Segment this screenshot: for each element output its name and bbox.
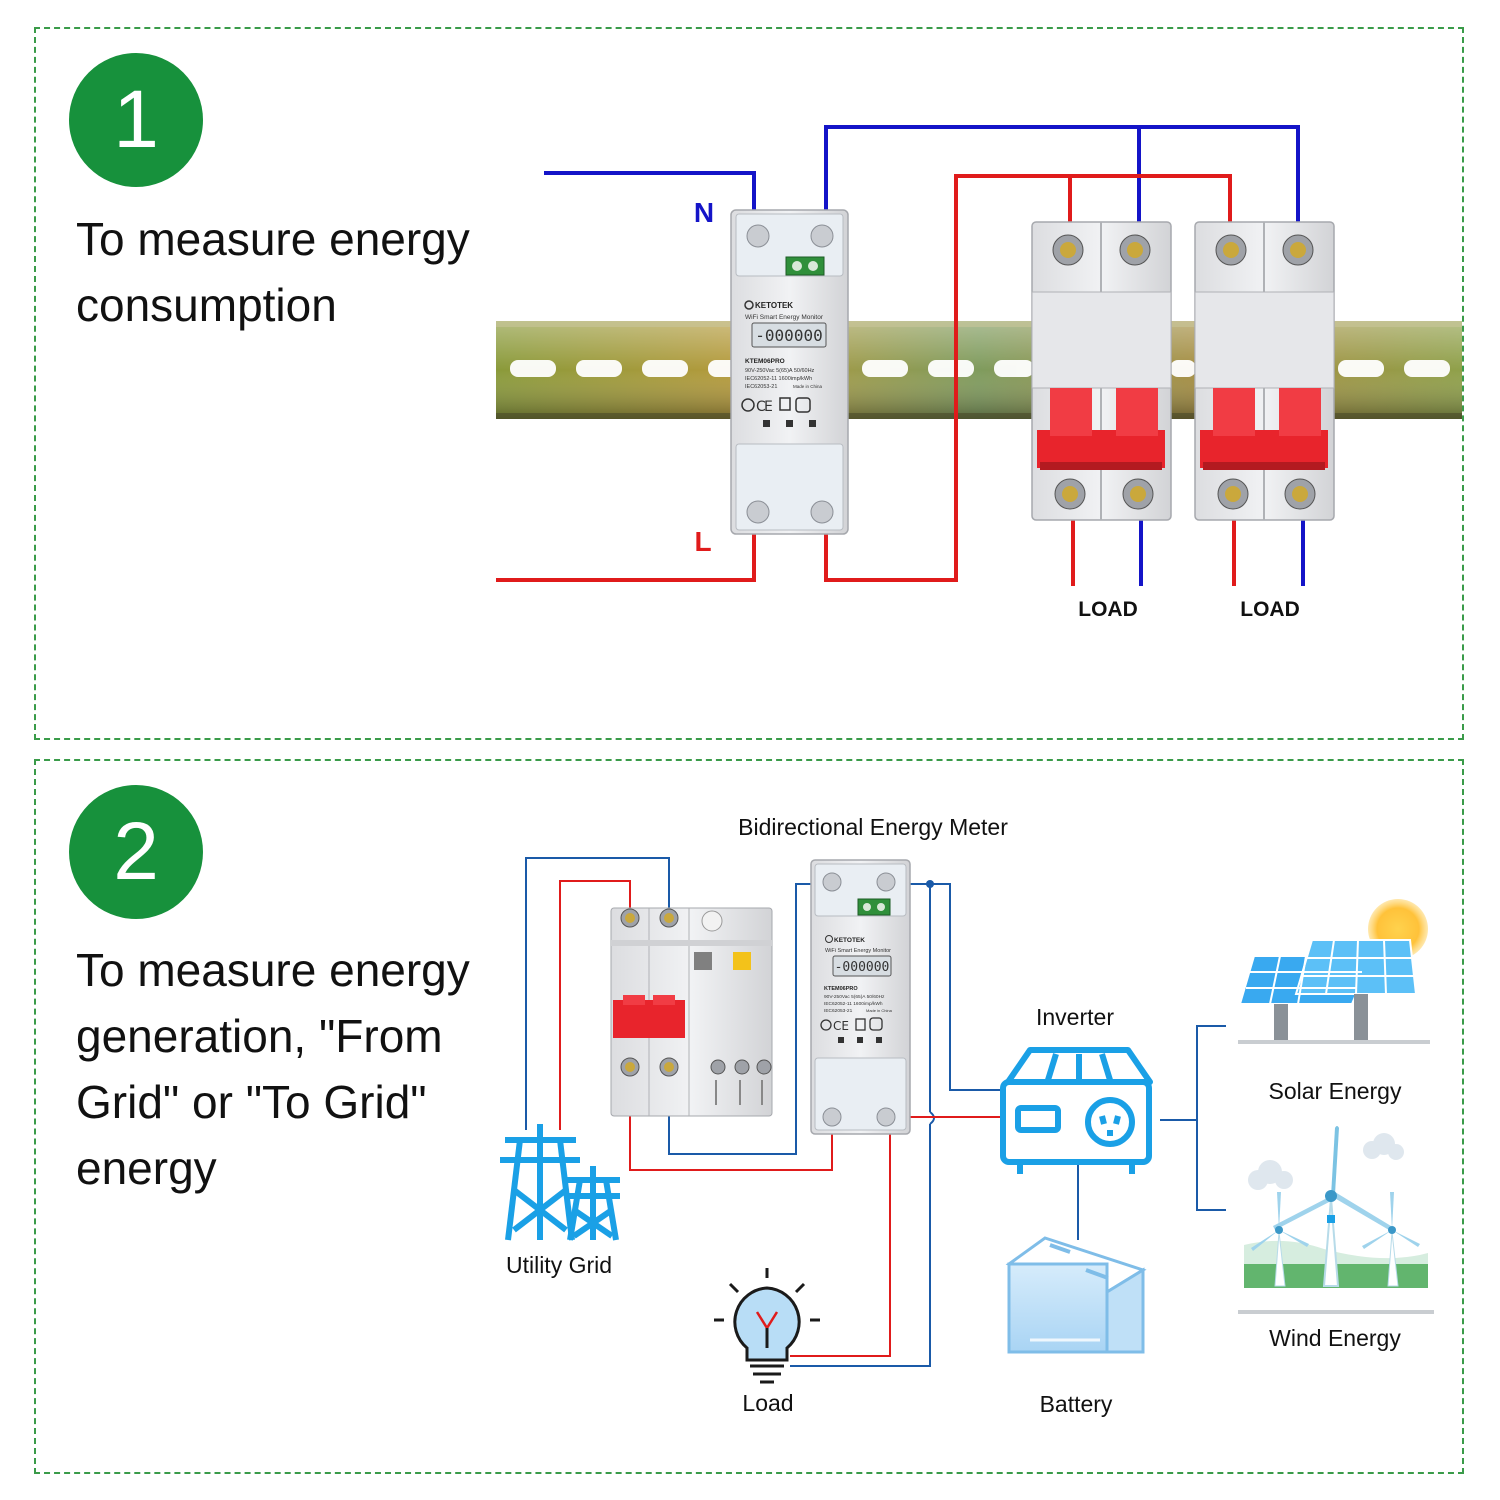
meter-subtitle: WiFi Smart Energy Monitor [825, 948, 891, 954]
circuit-breaker-2 [1194, 221, 1335, 521]
wind-energy-label: Wind Energy [1269, 1325, 1401, 1351]
brand-logo-icon [744, 300, 754, 310]
inverter-label: Inverter [1036, 1004, 1114, 1030]
caption-line: To measure energy [76, 944, 470, 996]
circuit-breaker-1 [1031, 221, 1172, 521]
step-2-badge: 2 [69, 785, 203, 919]
meter-model: KTEM06PRO [745, 358, 785, 365]
solar-panel-icon [1238, 899, 1430, 1044]
wiring-consumption [496, 125, 1305, 586]
meter-brand: KETOTEK [755, 301, 793, 310]
utility-grid-label: Utility Grid [506, 1252, 612, 1278]
caption-line: To measure energy [76, 213, 470, 265]
svg-text:E: E [764, 399, 773, 415]
meter-spec: IEC62053-21 [824, 1008, 853, 1014]
caption-consumption: To measure energy consumption [76, 206, 470, 338]
meter-spec: IEC62052-11 1600imp/kWh [745, 376, 812, 382]
inverter-icon [1000, 1047, 1153, 1174]
panel-energy-generation [34, 759, 1464, 1474]
load-label: LOAD [1078, 598, 1138, 621]
meter-origin: Made in China [793, 384, 823, 389]
meter-spec: 90V-250Vac 5(65)A 50/60Hz [745, 368, 815, 374]
meter-display: -000000 [835, 960, 890, 975]
energy-meter: KETOTEK WiFi Smart Energy Monitor -00000… [730, 209, 849, 535]
live-label: L [694, 526, 711, 557]
bidirectional-energy-meter: KETOTEK WiFi Smart Energy Monitor -00000… [810, 859, 911, 1135]
meter-display: -000000 [755, 326, 822, 345]
meter-spec: 90V-250Vac 5(65)A 50/60Hz [824, 994, 885, 1000]
meter-spec: IEC62052-11 1600imp/kWh [824, 1001, 883, 1007]
utility-grid-icon [500, 1124, 620, 1241]
panel-energy-consumption [34, 27, 1464, 740]
battery-label: Battery [1040, 1391, 1113, 1417]
caption-line: Grid" or "To Grid" [76, 1076, 427, 1128]
step-1-badge: 1 [69, 53, 203, 187]
caption-line: generation, "From [76, 1010, 443, 1062]
rcbo-breaker [610, 907, 773, 1117]
svg-text:C: C [756, 399, 766, 415]
neutral-label: N [694, 197, 714, 228]
load-label: LOAD [1240, 598, 1300, 621]
certification-icons: CE [820, 1017, 883, 1033]
meter-origin: Made in China [866, 1008, 893, 1013]
meter-brand: KETOTEK [834, 937, 865, 944]
wind-turbine-icon [1238, 1126, 1434, 1314]
meter-model: KTEM06PRO [824, 986, 858, 992]
caption-line: energy [76, 1142, 217, 1194]
caption-line: consumption [76, 279, 337, 331]
meter-spec: IEC62053-21 [745, 384, 777, 390]
brand-logo-icon [825, 935, 833, 943]
battery-icon [1005, 1236, 1147, 1354]
solar-energy-label: Solar Energy [1269, 1078, 1402, 1104]
caption-generation: To measure energy generation, "From Grid… [76, 937, 470, 1201]
junction-dot [926, 880, 934, 888]
svg-text:CE: CE [833, 1019, 849, 1033]
wiring-generation [525, 857, 1226, 1367]
certification-icons: C E [741, 397, 811, 415]
meter-subtitle: WiFi Smart Energy Monitor [745, 314, 824, 321]
meter-title: Bidirectional Energy Meter [738, 814, 1008, 840]
load-label: Load [742, 1390, 793, 1416]
light-bulb-icon [714, 1268, 820, 1384]
